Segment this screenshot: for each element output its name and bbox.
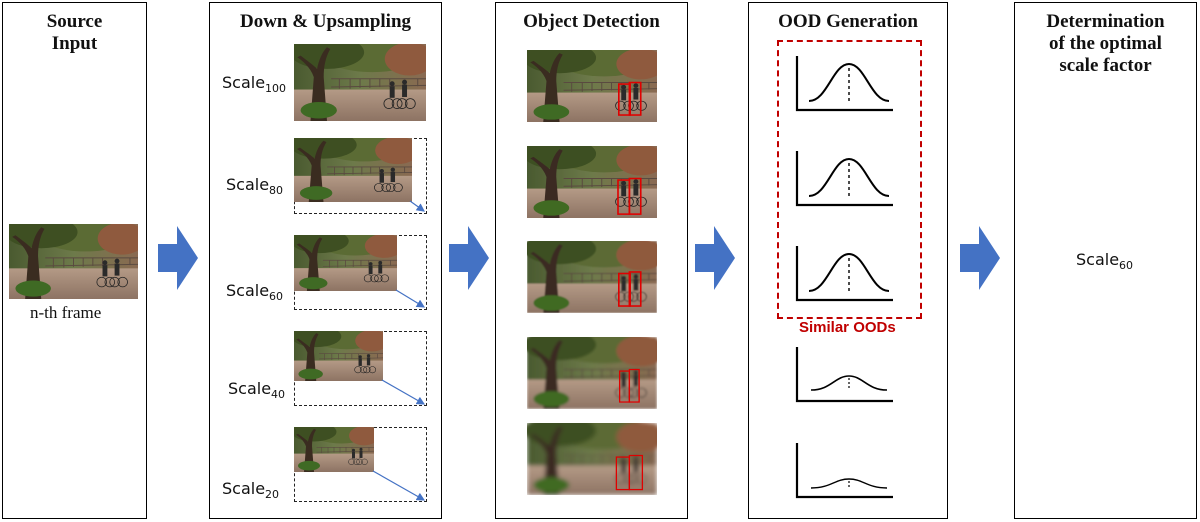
down-upsampling-title: Down & Upsampling [239, 11, 412, 32]
similar-oods-region [777, 40, 922, 319]
ood-plot-1 [795, 56, 893, 112]
source-input-title: Source Input [46, 11, 103, 54]
optimal-scale-panel: Determination of the optimal scale facto… [1014, 2, 1197, 519]
scale-label-60: Scale60 [226, 281, 284, 304]
ood-plot-3 [795, 246, 893, 302]
source-frame-caption: n-th frame [30, 303, 102, 322]
optimal-scale-title: Determination of the optimal scale facto… [1046, 11, 1165, 76]
ood-plot-2 [795, 151, 893, 207]
ood-plot-4 [795, 347, 893, 403]
detection-image-20 [527, 423, 657, 495]
detection-image-100 [527, 50, 657, 122]
flow-arrow-2 [449, 226, 489, 290]
object-detection-title: Object Detection [523, 11, 660, 32]
scale-label-40: Scale40 [228, 379, 286, 402]
similar-oods-label: Similar OODs [799, 319, 896, 336]
scale-label-20: Scale20 [222, 479, 280, 502]
optimal-scale-result: Scale60 [1076, 250, 1134, 273]
scale-label-80: Scale80 [226, 175, 284, 198]
flow-arrow-3 [695, 226, 735, 290]
ood-generation-panel: OOD Generation [748, 2, 948, 519]
scale-label-100: Scale100 [222, 73, 287, 96]
flow-arrow-1 [158, 226, 198, 290]
detection-image-40 [527, 337, 657, 409]
flow-arrow-4 [960, 226, 1000, 290]
ood-generation-title: OOD Generation [778, 11, 918, 32]
detection-image-80 [527, 146, 657, 218]
detection-image-60 [527, 241, 657, 313]
ood-plot-5 [795, 443, 893, 499]
